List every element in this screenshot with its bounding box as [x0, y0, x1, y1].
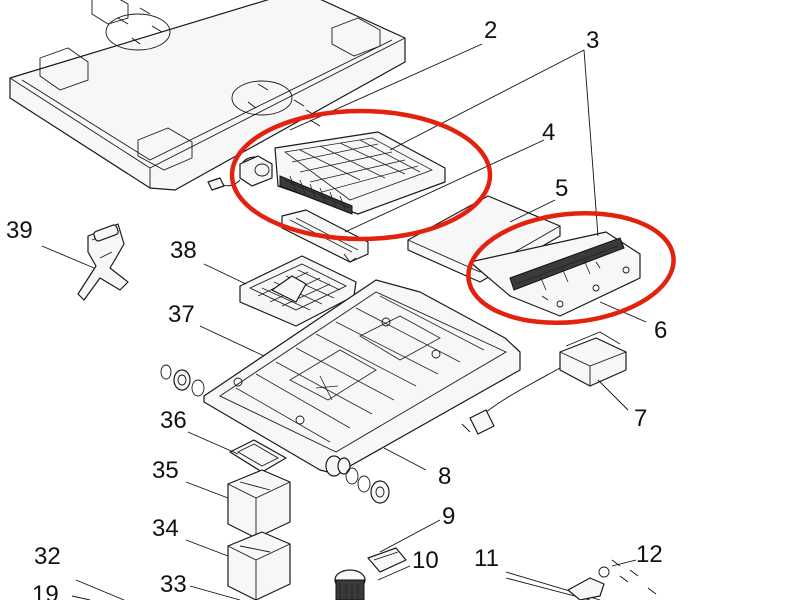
- pump-fitting: [334, 547, 407, 600]
- callout-10: 10: [412, 547, 439, 574]
- callout-4: 4: [542, 119, 555, 146]
- callout-3: 3: [586, 27, 599, 54]
- lamp-assembly: [207, 131, 446, 215]
- callout-8: 8: [438, 463, 451, 490]
- mesh-tray: [239, 255, 357, 327]
- callout-12: 12: [636, 541, 663, 568]
- filter-block-lower: [227, 531, 291, 600]
- callout-39: 39: [6, 217, 33, 244]
- highlight-circle-lamp: [229, 108, 493, 242]
- callout-19: 19: [32, 581, 59, 600]
- glass-pane: [407, 195, 561, 283]
- callout-7: 7: [634, 405, 647, 432]
- callout-36: 36: [160, 407, 187, 434]
- callout-35: 35: [152, 457, 179, 484]
- callout-6: 6: [654, 317, 667, 344]
- lid-cover: [9, 0, 406, 191]
- screws-connector: [567, 559, 657, 600]
- callout-9: 9: [442, 503, 455, 530]
- side-rail: [469, 231, 641, 317]
- callout-37: 37: [168, 301, 195, 328]
- callout-2: 2: [484, 17, 497, 44]
- ring-set-right: [337, 457, 390, 504]
- callout-33: 33: [160, 571, 187, 598]
- filter-block-upper: [227, 469, 291, 539]
- ring-set-left: [160, 364, 205, 397]
- callout-labels: 2 3 4 5 6 7 8 9 10 11 12 19 32 33 34 35 …: [6, 17, 667, 600]
- callout-38: 38: [170, 237, 197, 264]
- callout-32: 32: [34, 543, 61, 570]
- power-supply: [461, 331, 627, 435]
- gasket: [229, 439, 287, 473]
- callout-5: 5: [555, 175, 568, 202]
- highlight-circle-rail: [466, 210, 676, 326]
- callout-11: 11: [474, 545, 499, 572]
- callout-34: 34: [152, 515, 179, 542]
- carry-handle: [77, 223, 129, 301]
